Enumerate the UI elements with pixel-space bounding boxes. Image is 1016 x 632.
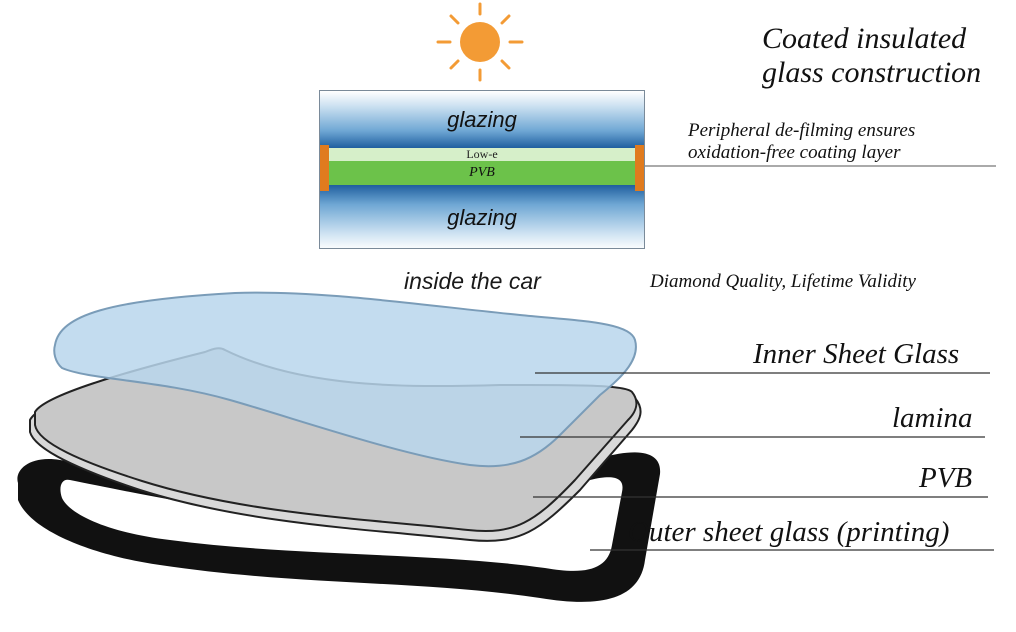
glazing-top-label: glazing: [447, 106, 517, 132]
edge-seal-left: [320, 145, 329, 191]
pvb-layer: PVB: [320, 161, 644, 185]
peripheral-note-line-1: Peripheral de-filming ensures: [688, 120, 916, 141]
glazing-bottom-label: glazing: [447, 204, 517, 230]
glass-cross-section: glazing Low-e PVB glazing: [319, 90, 645, 249]
title-line-2: glass construction: [762, 56, 982, 89]
low-e-layer: Low-e: [320, 147, 644, 161]
outer-sheet-glass-label: Outer sheet glass (printing): [628, 516, 950, 548]
inner-sheet-glass: [53, 291, 637, 468]
glazing-top-layer: glazing: [320, 91, 644, 148]
lamina-label: lamina: [892, 402, 973, 434]
low-e-label: Low-e: [466, 147, 498, 161]
inner-sheet-glass-label: Inner Sheet Glass: [753, 338, 960, 370]
peripheral-note: Peripheral de-filming ensures oxidation-…: [688, 120, 915, 164]
edge-seal-right: [635, 145, 644, 191]
inside-car-label: inside the car: [404, 268, 541, 294]
peripheral-note-line-2: oxidation-free coating layer: [688, 142, 901, 163]
title-line-1: Coated insulated: [762, 22, 967, 55]
glazing-bottom-layer: glazing: [320, 185, 644, 248]
quality-label: Diamond Quality, Lifetime Validity: [650, 271, 916, 292]
sun-icon: [436, 2, 524, 82]
pvb-label: PVB: [919, 462, 973, 494]
diagram-title: Coated insulated glass construction: [762, 22, 981, 90]
pvb-layer-label: PVB: [469, 165, 495, 180]
